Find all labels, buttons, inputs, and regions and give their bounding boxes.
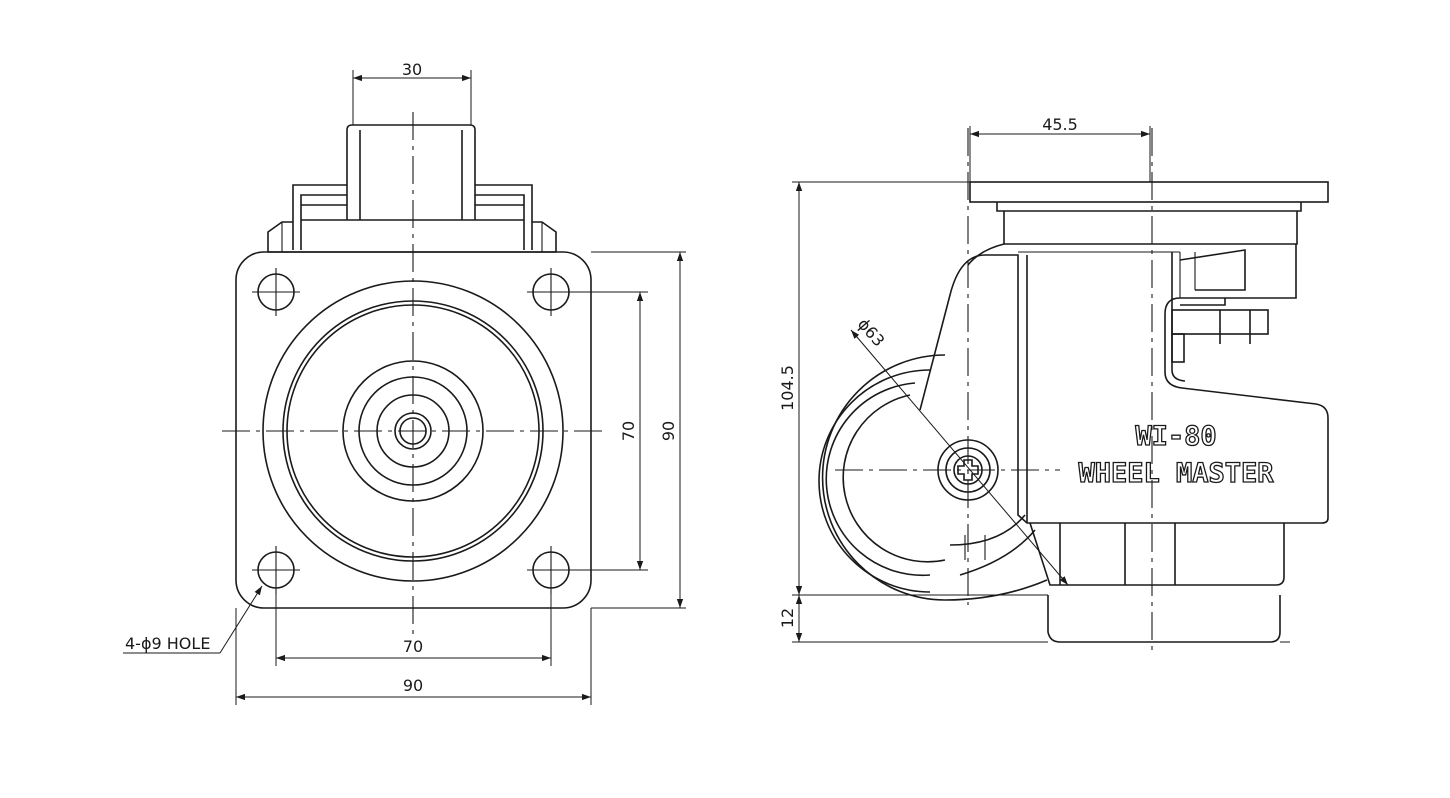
dim-wheel-diameter-label: ϕ63 xyxy=(854,314,889,350)
dim-plate-height-label: 90 xyxy=(659,421,678,441)
dim-hole-pitch-vertical: 70 xyxy=(575,291,648,571)
dim-top-width: 30 xyxy=(352,60,472,125)
lock-lever xyxy=(1171,309,1269,363)
front-mounting-holes xyxy=(252,268,575,594)
side-body xyxy=(919,244,1329,524)
dim-hole-pitch-horizontal-label: 70 xyxy=(403,637,423,656)
dim-plate-width-label: 90 xyxy=(403,676,423,695)
side-wheel xyxy=(818,354,1048,601)
dim-plate-width: 90 xyxy=(235,608,592,705)
side-view: WI-80 WHEEL MASTER xyxy=(778,115,1329,655)
dim-leveling-pad: 12 xyxy=(778,595,1048,643)
dim-overall-height: 104.5 xyxy=(778,181,1048,596)
dim-hole-pitch-vertical-label: 70 xyxy=(619,421,638,441)
brand-label: WHEEL MASTER xyxy=(1078,458,1274,489)
front-view: 30 70 90 70 90 xyxy=(123,60,686,705)
dim-offset-label: 45.5 xyxy=(1042,115,1078,134)
front-top-bracket xyxy=(267,124,557,253)
hole-callout-label: 4-ϕ9 HOLE xyxy=(125,634,210,653)
side-top-plate xyxy=(969,181,1329,203)
dim-overall-height-label: 104.5 xyxy=(778,365,797,411)
side-leveling-pad xyxy=(1029,522,1285,643)
hole-callout: 4-ϕ9 HOLE xyxy=(123,585,263,654)
model-label: WI-80 xyxy=(1135,421,1216,452)
dim-hole-pitch-horizontal: 70 xyxy=(275,594,552,666)
dim-top-width-label: 30 xyxy=(402,60,422,79)
dim-leveling-pad-label: 12 xyxy=(778,608,797,628)
dim-plate-height: 90 xyxy=(591,251,686,609)
dim-offset: 45.5 xyxy=(969,115,1151,182)
